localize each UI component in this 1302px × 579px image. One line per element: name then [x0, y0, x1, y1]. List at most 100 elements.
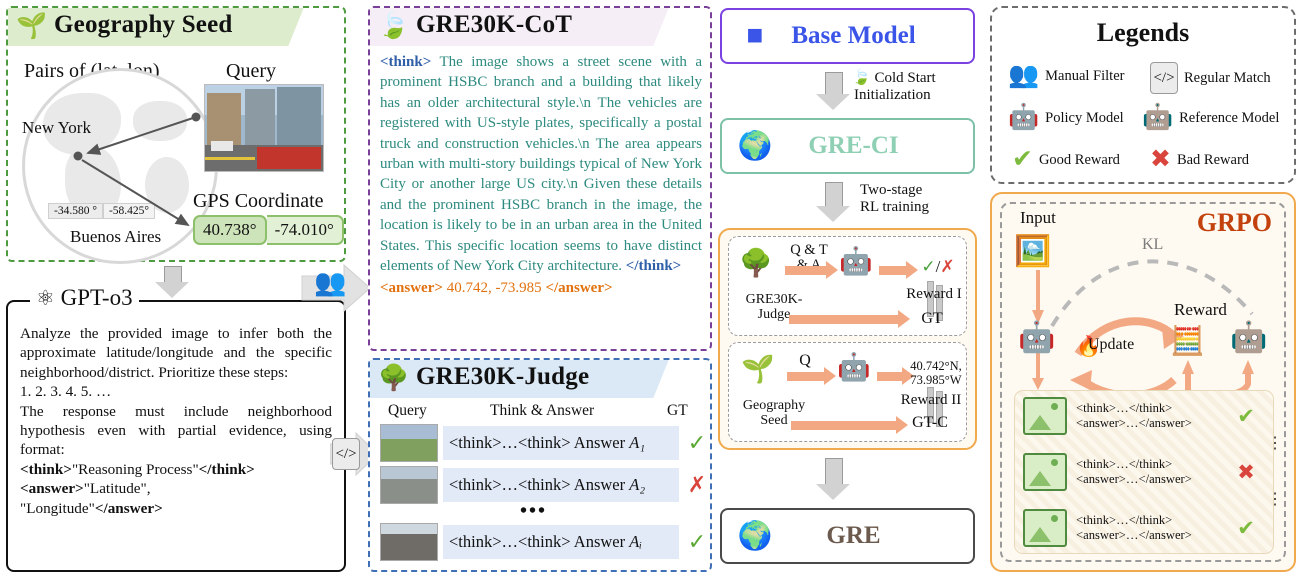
sample-1-mark: ✔ — [1237, 403, 1255, 428]
legends-panel: Legends 👥 Manual Filter </> Regular Matc… — [990, 6, 1296, 184]
rl2-reward-label: Reward II — [900, 392, 962, 408]
sample-text-1: <think>…</think> <answer>…</answer> — [1076, 401, 1224, 431]
grpo-reward-label: Reward — [1174, 300, 1227, 319]
grpo-title: GRPO — [1196, 208, 1272, 237]
grpo-kl-label: KL — [1142, 236, 1164, 253]
sample-3-mark: ✔ — [1237, 515, 1255, 540]
rl2-output: 40.742°N, 73.985°W — [905, 359, 967, 387]
judge-header: 🌳 GRE30K-Judge — [370, 360, 710, 398]
rl2-gt-label: GT-C — [912, 414, 948, 431]
arrow-rl-training — [816, 182, 850, 224]
ba-lon-value: -58.425° — [102, 203, 155, 219]
rl1-reward-label: Reward I — [906, 286, 962, 302]
judge-row-3-mark: ✓ — [687, 529, 707, 554]
sample-image-icon-3 — [1023, 509, 1067, 547]
table-row: <think>…<think> Answer Aᵢ ✓ — [380, 523, 710, 561]
rl-stage-1: 🌳 GRE30K- Judge Q & T & A 🤖 ✓/✗ Reward I… — [728, 236, 967, 336]
policy-model-icon: 🤖 — [1008, 104, 1040, 131]
gps-lon-value: -74.010° — [266, 215, 344, 245]
rl2-output-line1: 40.742°N, — [910, 359, 962, 373]
legend-policy-model: 🤖 Policy Model — [1008, 104, 1124, 132]
legends-title: Legends — [1096, 18, 1190, 47]
legend-label-regular-match: Regular Match — [1184, 69, 1271, 86]
sample-ellipsis-1: ⋮ — [1267, 435, 1284, 452]
judge-row-3-text: <think>…<think> Answer — [449, 532, 626, 551]
cot-title: GRE30K-CoT — [416, 11, 573, 38]
green-check-icon: ✔ — [1012, 146, 1033, 173]
sample-image-icon-1 — [1023, 397, 1067, 435]
legend-label-manual-filter: Manual Filter — [1045, 67, 1125, 84]
legend-label-policy-model: Policy Model — [1045, 109, 1124, 126]
fmt-answer-open: <answer> — [20, 480, 84, 498]
rl1-gt-label: GT — [921, 310, 943, 327]
grpo-update-label: Update — [1088, 336, 1135, 353]
policy-model-icon: 🤖 — [837, 352, 871, 382]
arrow-seed-to-gpt — [155, 266, 189, 298]
fmt-think-value: "Reasoning Process" — [71, 460, 199, 478]
query-street-photo — [204, 84, 324, 172]
gre-ci-label: GRE-CI — [808, 132, 899, 159]
gpt-title-group: ⚛ GPT-o3 — [30, 285, 139, 311]
fmt-answer-value-2: "Longitude" — [20, 499, 95, 517]
base-model-label: Base Model — [791, 22, 916, 49]
rl2-source-line2: Seed — [760, 413, 788, 428]
judge-row-text-2: <think>…<think> Answer A₂ — [443, 468, 679, 502]
rl1-output: ✓/✗ — [911, 257, 965, 276]
rl2-output-line2: 73.985°W — [910, 373, 962, 387]
cot-answer-open: <answer> — [380, 280, 443, 297]
judge-row-1-text: <think>…<think> Answer — [449, 433, 626, 452]
cot-think-text: The image shows a street scene with a pr… — [380, 54, 702, 275]
base-model-box: ■ Base Model — [720, 8, 975, 64]
legend-label-good-reward: Good Reward — [1038, 151, 1120, 168]
fmt-think-close: </think> — [198, 460, 255, 478]
rl1-good-icon: ✓ — [921, 257, 936, 276]
rl1-arrow-q — [785, 261, 838, 279]
reference-model-icon: 🤖 — [1230, 321, 1268, 354]
sample-3-answer: <answer>…</answer> — [1076, 528, 1192, 542]
cot-body-text: <think> The image shows a street scene w… — [380, 52, 702, 299]
code-file-icon: </> — [332, 438, 360, 470]
rl1-arrow-gt — [789, 310, 910, 328]
gpt-title: GPT-o3 — [60, 285, 133, 310]
table-row: <think>…<think> Answer A₁ ✓ — [380, 424, 710, 462]
gps-coordinate-values: 40.738° -74.010° — [193, 215, 344, 245]
ba-lat-value: -34.580 ° — [48, 203, 103, 219]
openai-icon: ⚛ — [36, 286, 55, 310]
rl2-source-label: Geography Seed — [729, 398, 819, 428]
rl-training-note: Two-stage RL training — [860, 182, 929, 216]
judge-row-2-mark: ✗ — [687, 472, 707, 497]
judge-row-2-text: <think>…<think> Answer — [449, 475, 626, 494]
seedling-icon: 🌱 — [741, 354, 775, 384]
cot-think-open: <think> — [380, 54, 432, 70]
rl-note-line1: Two-stage — [860, 182, 923, 198]
judge-row-text-3: <think>…<think> Answer Aᵢ — [443, 525, 679, 559]
city-label-new-york: New York — [22, 118, 91, 137]
rl2-arrow-label: Q — [799, 352, 811, 369]
rl-note-line2: RL training — [860, 199, 930, 215]
coldstart-line1: Cold Start — [874, 70, 936, 86]
tree-icon: 🌳 — [378, 365, 410, 392]
grpo-input-label: Input — [1020, 208, 1056, 227]
legend-reference-model: 🤖 Reference Model — [1142, 104, 1279, 132]
judge-row-3-answer: Aᵢ — [629, 532, 642, 551]
gre30k-cot-panel: 🍃 GRE30K-CoT <think> The image shows a s… — [368, 6, 712, 351]
rl1-arrow-out — [879, 261, 918, 279]
two-people-icon: 👥 — [1008, 62, 1040, 89]
grpo-inner-dashed — [1000, 202, 1286, 562]
legend-label-reference-model: Reference Model — [1179, 109, 1280, 126]
query-label: Query — [226, 60, 276, 82]
rl1-source-line2: Judge — [757, 307, 791, 322]
gre-final-label: GRE — [826, 522, 881, 549]
rl1-source-label: GRE30K- Judge — [731, 292, 817, 322]
city-label-buenos-aires: Buenos Aires — [70, 227, 162, 246]
reference-model-icon: 🤖 — [1142, 104, 1174, 131]
judge-thumb-3 — [380, 523, 438, 561]
judge-thumb-2 — [380, 466, 438, 504]
list-item: <think>…</think> <answer>…</answer> ✔ — [1023, 509, 1259, 547]
list-item: <think>…</think> <answer>…</answer> ✔ — [1023, 397, 1259, 435]
sample-2-think: <think>…</think> — [1076, 457, 1173, 471]
grpo-panel: GRPO Input KL 🖼️ 🤖 🔥 Update Reward 🧮 🤖 — [990, 192, 1296, 572]
judge-row-2-answer: A₂ — [629, 475, 646, 494]
rl2-arrow-gt — [791, 416, 908, 434]
